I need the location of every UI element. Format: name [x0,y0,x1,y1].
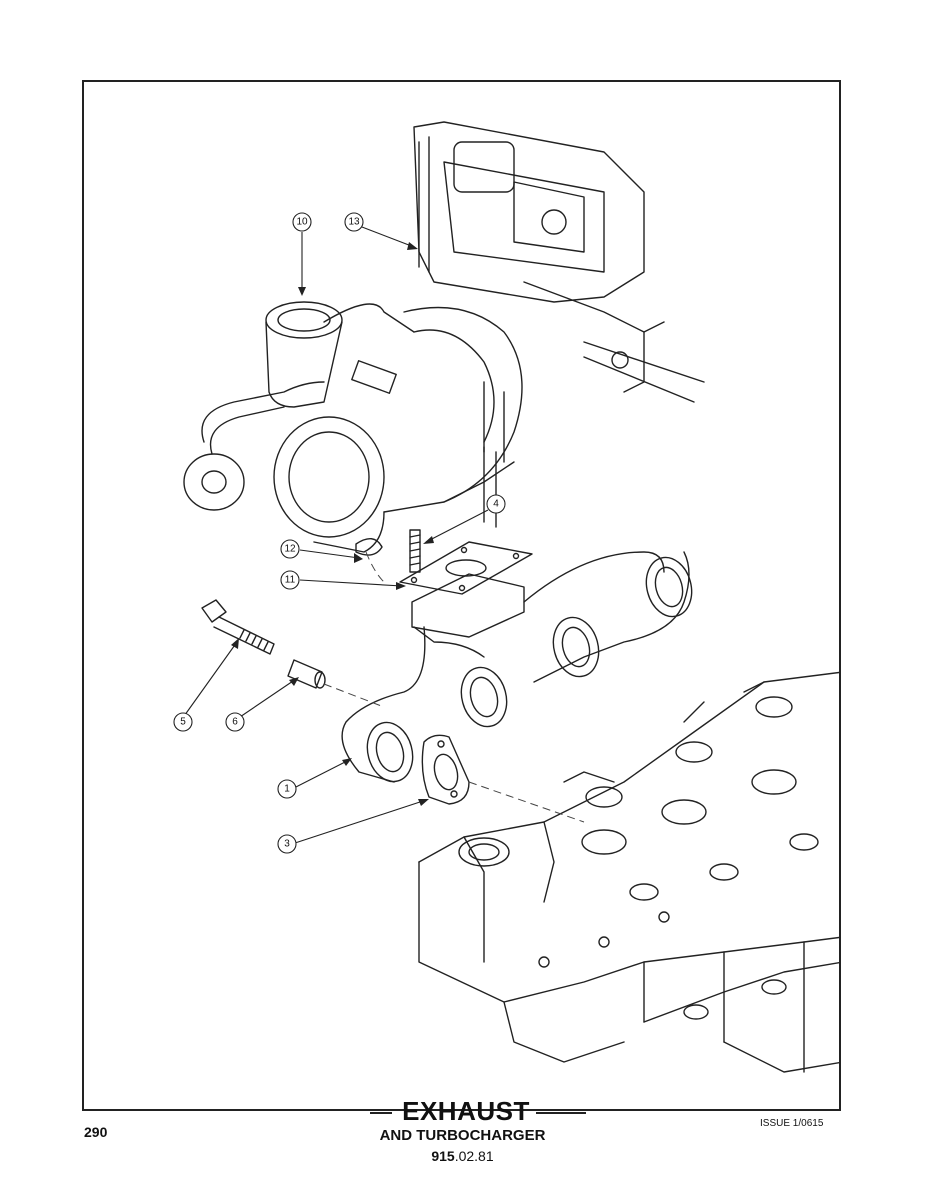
issue-label: ISSUE 1/0615 [760,1118,824,1129]
turbocharger-drawing [183,301,523,553]
callout-5 [173,712,193,732]
callout-label: 12 [284,544,296,555]
section-code: 915.02.81 [0,1148,925,1164]
callout-label: 13 [348,217,360,228]
callout-label: 11 [285,575,296,586]
spacer-drawing [287,659,326,689]
turbo-gasket-drawing [399,541,533,595]
manifold-gasket-drawing [421,734,470,805]
stud-drawing [409,529,421,573]
callout-label: 1 [284,784,290,795]
bolt-drawing [201,599,275,655]
section-title-block: EXHAUST [0,1096,925,1128]
nut-drawing [355,538,383,556]
turbo-actuator-drawing [413,121,705,403]
callout-11 [280,570,300,590]
title-rule-left [370,1112,392,1114]
callout-label: 10 [296,217,308,228]
cylinder-head-drawing [418,671,839,1073]
callout-6 [225,712,245,732]
section-title: EXHAUST [402,1096,530,1126]
leader-lines [181,226,489,845]
section-code-bold: 915 [431,1148,455,1164]
callout-label: 6 [232,717,238,728]
arrowheads [231,242,434,806]
exploded-parts-diagram: 10 13 4 12 11 5 6 1 3 [173,121,839,1073]
callout-label: 5 [180,717,186,728]
callout-12 [280,539,300,559]
exhaust-manifold-drawing [341,551,693,783]
section-code-rest: .02.81 [454,1148,494,1164]
callout-4 [486,494,506,514]
title-rule-right [536,1112,586,1114]
callout-label: 4 [493,499,499,510]
callout-label: 3 [284,839,290,850]
callout-13 [344,212,364,232]
page-number: 290 [84,1124,108,1140]
callout-1 [277,779,297,799]
callout-3 [277,834,297,854]
diagram-frame: 10 13 4 12 11 5 6 1 3 [82,80,841,1111]
section-subtitle: AND TURBOCHARGER [379,1127,546,1144]
assembly-center-lines [323,551,585,823]
callout-10 [292,212,312,232]
